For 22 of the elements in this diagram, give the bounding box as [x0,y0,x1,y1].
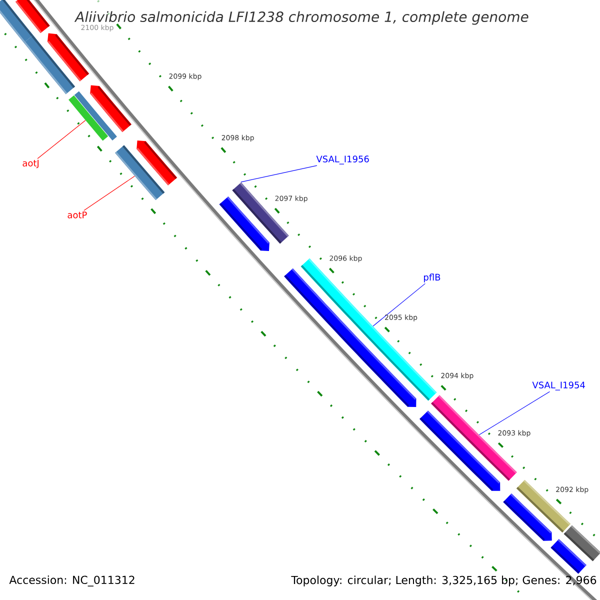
gene-feature [47,33,90,82]
gene-feature [136,140,178,186]
accession-label: Accession: NC_011312 [9,576,134,586]
leader-line [478,391,550,436]
gene-feature [564,525,600,562]
leader-line [84,176,135,211]
genome-info-label: Topology: circular; Length: 3,325,165 bp; Genes: 2,966 [291,576,596,586]
gene-label: VSAL_I1954 [532,382,585,390]
leader-line [240,165,318,182]
gene-feature [219,196,270,251]
gene-feature [90,85,132,132]
leader-line [37,120,86,159]
leader-line [372,283,426,326]
gene-label: aotJ [22,160,39,168]
gene-feature [516,480,571,533]
gene-label: aotP [68,212,87,218]
gene-label: VSAL_I1956 [316,156,369,164]
gene-feature [0,0,34,43]
gene-label: pflB [424,274,440,282]
gene-feature [74,91,117,141]
title: Aliivibrio salmonicida LFI1238 chromosome 1, complete genome [74,11,528,25]
gene-feature [68,95,108,141]
